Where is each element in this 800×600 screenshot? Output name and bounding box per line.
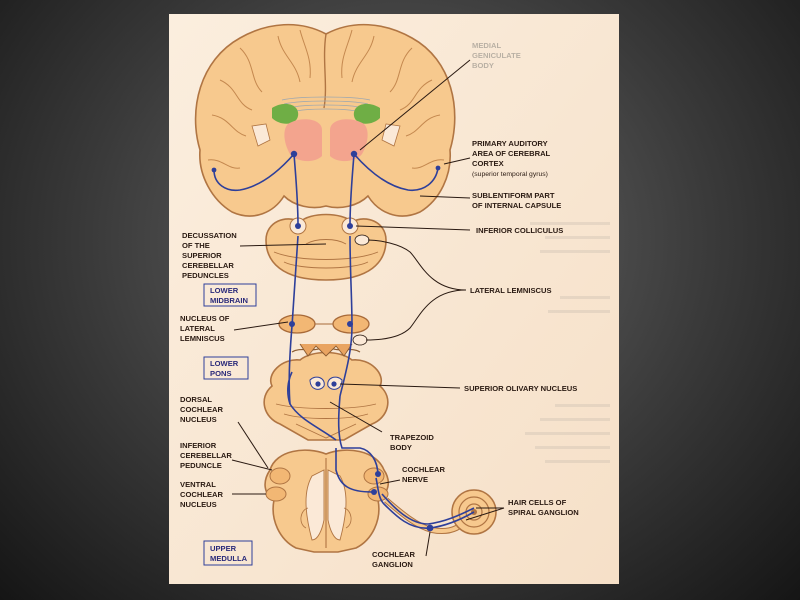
label-ventral-cochlear-1: VENTRAL: [180, 480, 216, 489]
label-lower-midbrain-2: MIDBRAIN: [210, 296, 248, 305]
label-medial-geniculate-2: GENICULATE: [472, 51, 521, 60]
label-cochlear-nerve-2: NERVE: [402, 475, 428, 484]
label-hair-cells-1: HAIR CELLS OF: [508, 498, 567, 507]
label-lower-midbrain-1: LOWER: [210, 286, 239, 295]
label-primary-auditory-3: CORTEX: [472, 159, 504, 168]
label-cochlear-ganglion-1: COCHLEAR: [372, 550, 416, 559]
label-dorsal-cochlear-1: DORSAL: [180, 395, 212, 404]
label-inferior-cerebellar-1: INFERIOR: [180, 441, 217, 450]
midbrain-section: [265, 213, 387, 281]
label-upper-medulla-2: MEDULLA: [210, 554, 248, 563]
box-lower-midbrain: [203, 283, 257, 307]
thalamus-right: [330, 119, 368, 162]
label-decussation-4: CEREBELLAR: [182, 261, 234, 270]
label-sublentiform-2: OF INTERNAL CAPSULE: [472, 201, 561, 210]
label-primary-auditory-2: AREA OF CEREBRAL: [472, 149, 551, 158]
label-trapezoid-2: BODY: [390, 443, 412, 452]
label-decussation-2: OF THE: [182, 241, 210, 250]
label-cochlear-nerve-1: COCHLEAR: [402, 465, 446, 474]
label-nll-3: LEMNISCUS: [180, 334, 225, 343]
label-cochlear-ganglion-2: GANGLION: [372, 560, 413, 569]
label-nll-1: NUCLEUS OF: [180, 314, 230, 323]
label-dorsal-cochlear-3: NUCLEUS: [180, 415, 217, 424]
medulla-section: [264, 449, 390, 553]
labels: MEDIAL GENICULATE BODY PRIMARY AUDITORY …: [180, 41, 579, 569]
cerebrum-section: [194, 23, 456, 217]
box-lower-pons: [203, 356, 249, 380]
label-ventral-cochlear-3: NUCLEUS: [180, 500, 217, 509]
label-decussation-5: PEDUNCLES: [182, 271, 229, 280]
label-dorsal-cochlear-2: COCHLEAR: [180, 405, 224, 414]
label-hair-cells-2: SPIRAL GANGLION: [508, 508, 579, 517]
label-sublentiform-1: SUBLENTIFORM PART: [472, 191, 555, 200]
label-inferior-cerebellar-2: CEREBELLAR: [180, 451, 232, 460]
leader-lines: [231, 59, 505, 557]
label-primary-auditory-1: PRIMARY AUDITORY: [472, 139, 548, 148]
pons-section: [263, 343, 389, 441]
label-medial-geniculate-3: BODY: [472, 61, 494, 70]
box-upper-medulla: [203, 540, 253, 566]
label-medial-geniculate-1: MEDIAL: [472, 41, 501, 50]
label-nll-2: LATERAL: [180, 324, 215, 333]
label-decussation-1: DECUSSATION: [182, 231, 237, 240]
label-lower-pons-1: LOWER: [210, 359, 239, 368]
label-decussation-3: SUPERIOR: [182, 251, 222, 260]
label-superior-olivary: SUPERIOR OLIVARY NUCLEUS: [464, 384, 577, 393]
bleed-through-text: [525, 222, 610, 463]
label-inferior-colliculus: INFERIOR COLLICULUS: [476, 226, 563, 235]
label-inferior-cerebellar-3: PEDUNCLE: [180, 461, 222, 470]
label-ventral-cochlear-2: COCHLEAR: [180, 490, 224, 499]
label-lateral-lemniscus: LATERAL LEMNISCUS: [470, 286, 552, 295]
basal-ganglia-right: [353, 103, 380, 124]
label-lower-pons-2: PONS: [210, 369, 232, 378]
auditory-pathway: [211, 150, 475, 532]
label-primary-auditory-sub: (superior temporal gyrus): [472, 171, 548, 178]
thalamus-left: [284, 119, 322, 162]
label-trapezoid-1: TRAPEZOID: [390, 433, 434, 442]
label-upper-medulla-1: UPPER: [210, 544, 237, 553]
basal-ganglia-left: [272, 103, 299, 124]
